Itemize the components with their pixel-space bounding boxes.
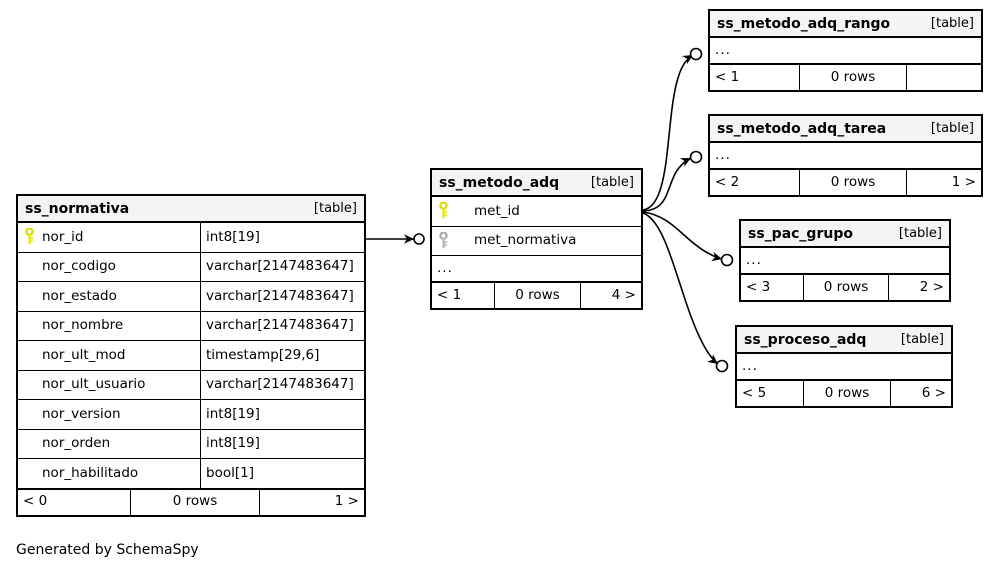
table-header: ss_proceso_adq [table]: [737, 327, 951, 354]
column-name: nor_ult_mod: [42, 346, 126, 363]
table-ss-metodo-adq-rango[interactable]: ss_metodo_adq_rango [table] ... < 1 0 ro…: [708, 9, 983, 92]
column-name: nor_version: [42, 405, 121, 422]
table-row[interactable]: nor_codigo varchar[2147483647]: [18, 252, 364, 282]
column-type: varchar[2147483647]: [206, 376, 354, 392]
table-row[interactable]: met_id: [432, 197, 641, 227]
table-title: ss_metodo_adq_tarea: [717, 120, 887, 137]
column-name: nor_ult_usuario: [42, 376, 146, 392]
table-kind-label: [table]: [898, 226, 942, 241]
table-kind-label: [table]: [930, 121, 974, 136]
primary-key-icon: [438, 201, 449, 220]
table-row[interactable]: nor_id int8[19]: [18, 223, 364, 253]
column-type: int8[19]: [206, 228, 260, 245]
table-title: ss_proceso_adq: [744, 331, 867, 348]
column-type: int8[19]: [206, 405, 260, 422]
table-ss-proceso-adq[interactable]: ss_proceso_adq [table] ... < 5 0 rows 6 …: [735, 325, 953, 408]
footer-child-count[interactable]: 2 >: [919, 278, 944, 295]
table-row[interactable]: nor_estado varchar[2147483647]: [18, 282, 364, 312]
table-row[interactable]: nor_ult_mod timestamp[29,6]: [18, 341, 364, 371]
table-row[interactable]: nor_version int8[19]: [18, 400, 364, 430]
column-type: varchar[2147483647]: [206, 258, 354, 274]
table-footer: < 1 0 rows 4 >: [432, 282, 641, 308]
footer-child-count[interactable]: 1 >: [951, 173, 976, 190]
generated-by-caption: Generated by SchemaSpy: [16, 542, 199, 558]
column-type: int8[19]: [206, 435, 260, 451]
footer-row-count: 0 rows: [494, 283, 581, 308]
table-header: ss_metodo_adq_tarea [table]: [710, 116, 981, 143]
footer-parent-count[interactable]: < 5: [742, 384, 767, 401]
column-name: nor_codigo: [42, 258, 116, 274]
footer-child-count[interactable]: 6 >: [921, 384, 946, 401]
table-header: ss_normativa [table]: [18, 196, 364, 223]
table-footer: < 1 0 rows: [710, 64, 981, 90]
column-name: met_id: [474, 202, 520, 219]
footer-row-count: 0 rows: [799, 65, 907, 90]
table-row[interactable]: nor_habilitado bool[1]: [18, 459, 364, 489]
table-footer: < 3 0 rows 2 >: [741, 274, 949, 300]
table-kind-label: [table]: [930, 16, 974, 31]
table-row[interactable]: nor_ult_usuario varchar[2147483647]: [18, 370, 364, 400]
column-name: nor_nombre: [42, 317, 124, 333]
column-name: nor_habilitado: [42, 464, 139, 481]
table-header: ss_metodo_adq_rango [table]: [710, 11, 981, 38]
column-type: varchar[2147483647]: [206, 287, 354, 304]
table-ss-metodo-adq[interactable]: ss_metodo_adq [table] met_id: [430, 168, 643, 310]
table-ss-pac-grupo[interactable]: ss_pac_grupo [table] ... < 3 0 rows 2 >: [739, 219, 951, 302]
more-columns-ellipsis: ...: [737, 354, 951, 380]
footer-row-count: 0 rows: [799, 170, 907, 195]
column-name: nor_id: [42, 228, 84, 245]
more-columns-ellipsis: ...: [741, 248, 949, 274]
footer-parent-count[interactable]: < 1: [715, 68, 740, 85]
column-name: nor_estado: [42, 287, 117, 304]
footer-child-count[interactable]: 1 >: [334, 493, 359, 510]
column-type: bool[1]: [206, 464, 254, 481]
table-kind-label: [table]: [900, 332, 944, 347]
footer-parent-count[interactable]: < 2: [715, 173, 740, 190]
footer-parent-count[interactable]: < 1: [437, 286, 462, 303]
table-kind-label: [table]: [590, 175, 634, 190]
footer-row-count: 0 rows: [130, 489, 260, 515]
table-title: ss_normativa: [25, 200, 130, 217]
relationship-metodo-adq-to-pac-grupo: [642, 211, 734, 267]
table-header: ss_metodo_adq [table]: [432, 170, 641, 197]
table-footer: < 0 0 rows 1 >: [18, 488, 364, 515]
relationship-metodo-adq-to-proceso-adq: [642, 212, 729, 373]
more-columns-ellipsis: ...: [432, 256, 641, 282]
column-name: met_normativa: [474, 232, 577, 248]
column-name: nor_orden: [42, 435, 111, 451]
footer-parent-count[interactable]: < 3: [746, 278, 771, 295]
relationship-metodo-adq-to-tarea: [642, 150, 703, 212]
footer-child-count[interactable]: 4 >: [611, 286, 636, 303]
table-row[interactable]: met_normativa: [432, 227, 641, 256]
primary-key-icon: [24, 227, 35, 246]
table-title: ss_metodo_adq_rango: [717, 15, 891, 32]
table-ss-metodo-adq-tarea[interactable]: ss_metodo_adq_tarea [table] ... < 2 0 ro…: [708, 114, 983, 197]
relationship-normativa-to-metodo-adq: [366, 233, 425, 245]
column-type: varchar[2147483647]: [206, 317, 354, 333]
table-header: ss_pac_grupo [table]: [741, 221, 949, 248]
foreign-key-icon: [438, 231, 449, 250]
column-type: timestamp[29,6]: [206, 346, 320, 363]
footer-row-count: 0 rows: [803, 381, 891, 406]
table-ss-normativa[interactable]: ss_normativa [table] nor_id int8[19]: [16, 194, 366, 517]
footer-parent-count[interactable]: < 0: [23, 493, 48, 510]
table-footer: < 2 0 rows 1 >: [710, 169, 981, 195]
more-columns-ellipsis: ...: [710, 38, 981, 64]
table-row[interactable]: nor_nombre varchar[2147483647]: [18, 311, 364, 341]
table-row[interactable]: nor_orden int8[19]: [18, 429, 364, 459]
table-footer: < 5 0 rows 6 >: [737, 380, 951, 406]
more-columns-ellipsis: ...: [710, 143, 981, 169]
footer-child-count[interactable]: [907, 65, 981, 90]
relationship-metodo-adq-to-rango: [642, 47, 703, 211]
footer-row-count: 0 rows: [803, 275, 889, 300]
table-title: ss_metodo_adq: [439, 174, 560, 191]
table-kind-label: [table]: [313, 201, 357, 216]
table-title: ss_pac_grupo: [748, 225, 853, 242]
